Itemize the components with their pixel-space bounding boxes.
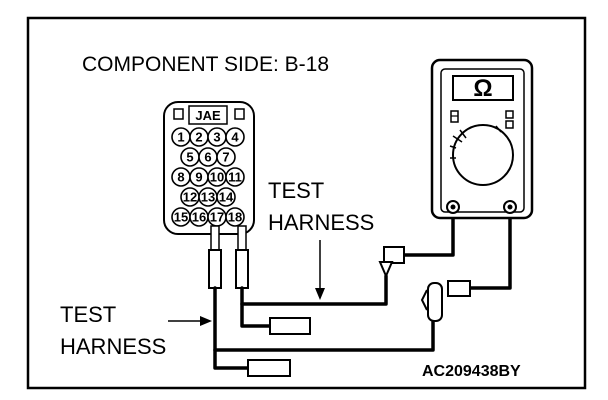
connector-pin: 15	[171, 207, 191, 227]
connector-pin-circle	[225, 127, 245, 147]
connector-pin: 6	[198, 147, 218, 167]
connector-pin: 11	[225, 167, 245, 187]
range-selector-dial	[452, 124, 514, 186]
test-harness-label-right-line2: HARNESS	[268, 210, 374, 235]
connector-pin: 3	[207, 127, 227, 147]
test-harness-label-left-line2: HARNESS	[60, 334, 166, 359]
connector-pin-number: 7	[222, 150, 229, 165]
connector-pin-number: 12	[183, 190, 197, 205]
test-harness-label-right-line1: TEST	[268, 178, 324, 203]
connector-pin-number: 15	[174, 210, 188, 225]
harness-plugs	[247, 317, 311, 377]
connector-pin-number: 8	[177, 170, 184, 185]
connector-pin-number: 17	[210, 210, 224, 225]
connector-pin-number: 10	[210, 170, 224, 185]
connector-pin-number: 11	[228, 170, 242, 185]
connector-pin-number: 9	[195, 170, 202, 185]
arrow-left-label	[168, 316, 212, 326]
figure-code: AC209438BY	[422, 363, 521, 380]
probe-leads	[208, 225, 249, 289]
test-harness-label-left-line1: TEST	[60, 302, 116, 327]
meter-display	[452, 75, 514, 101]
connector-pin: 18	[225, 207, 245, 227]
connector-pin-number: 14	[219, 190, 234, 205]
connector-pin: 17	[207, 207, 227, 227]
ohm-symbol: Ω	[473, 75, 492, 102]
connector-pin-number: 6	[204, 150, 211, 165]
connector-pin: 4	[225, 127, 245, 147]
test-harness-wires	[213, 208, 512, 370]
connector-pin: 7	[216, 147, 236, 167]
connector-pin-number: 5	[186, 150, 193, 165]
connector-pin-circle	[216, 147, 236, 167]
connector-maker-label: JAE	[195, 108, 221, 123]
connector-pin-number: 2	[195, 130, 202, 145]
ohmmeter: Ω	[430, 58, 534, 220]
connector-pin-number: 13	[201, 190, 215, 205]
connector-pin: 12	[180, 187, 200, 207]
connector-pin-circle	[225, 167, 245, 187]
connector-pin-circle	[225, 207, 245, 227]
connector-pin: 2	[189, 127, 209, 147]
connector-pin-number: 18	[228, 210, 242, 225]
connector-pin: 5	[180, 147, 200, 167]
connector-pin-number: 3	[213, 130, 220, 145]
connector-pin: 1	[171, 127, 191, 147]
connector-pin: 13	[198, 187, 218, 207]
connector-pin-number: 1	[177, 130, 184, 145]
connector-pin: 14	[216, 187, 236, 207]
connector-pin: 8	[171, 167, 191, 187]
connector-pin: 9	[189, 167, 209, 187]
alligator-clips	[378, 246, 471, 322]
connector-pin-number: 4	[231, 130, 239, 145]
arrow-right-label	[315, 240, 325, 300]
connector-maker-box	[188, 105, 228, 125]
connector-pin-circle	[216, 187, 236, 207]
connector-pin: 16	[189, 207, 209, 227]
connector-pin: 10	[207, 167, 227, 187]
component-side-title: COMPONENT SIDE: B-18	[82, 53, 329, 76]
connector-pin-number: 16	[192, 210, 206, 225]
diagram-frame	[26, 16, 587, 390]
